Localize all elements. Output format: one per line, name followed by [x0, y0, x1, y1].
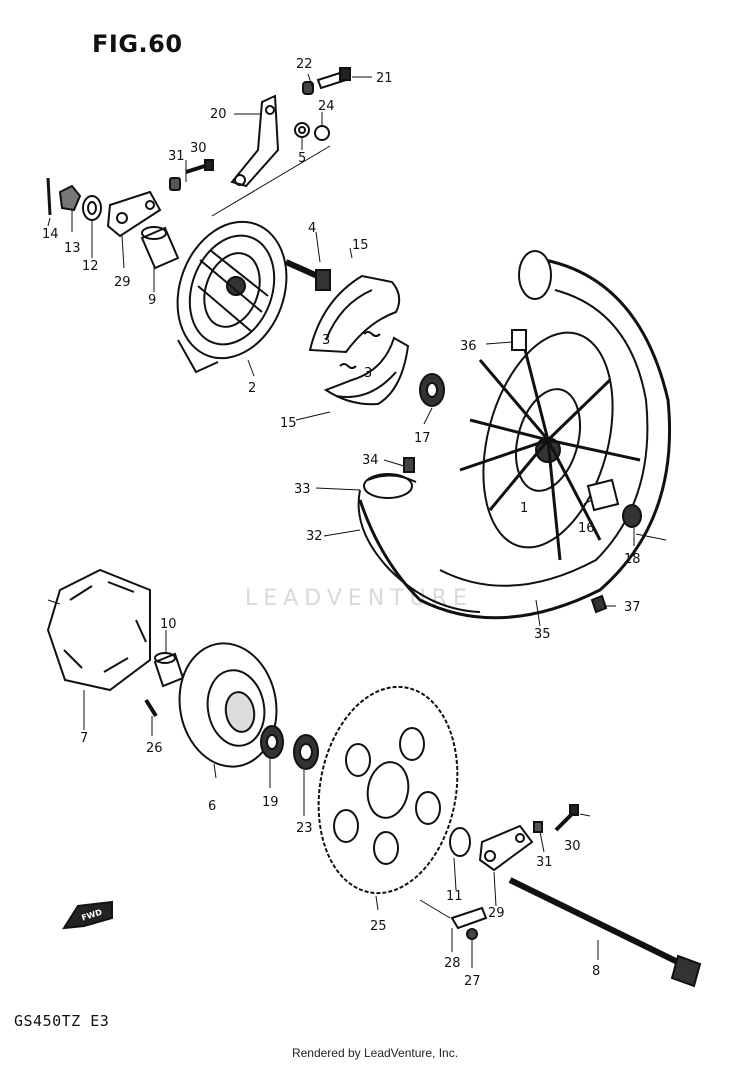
callout-3b: 3 [364, 366, 372, 381]
nut-31-top [169, 177, 181, 191]
valve-34 [403, 457, 415, 473]
callout-26: 26 [146, 741, 163, 756]
render-credit: Rendered by LeadVenture, Inc. [291, 1046, 459, 1060]
washer-12 [82, 195, 102, 221]
inner-tube-32 [357, 473, 481, 613]
nut-37 [590, 594, 608, 614]
callout-37: 37 [624, 600, 641, 615]
rim-band-33 [367, 474, 417, 483]
callout-15-bottom: 15 [280, 416, 297, 431]
fwd-arrow-icon [62, 900, 113, 930]
bolt-30-bottom [554, 804, 579, 832]
callout-36: 36 [460, 339, 477, 354]
nut-31-bottom [533, 821, 543, 833]
callout-8: 8 [592, 964, 600, 979]
callout-34: 34 [362, 453, 379, 468]
chain-adjuster-29-top [106, 190, 162, 238]
wheel-rim-1 [459, 329, 641, 561]
collar-10 [153, 652, 185, 688]
callout-labels: 1 2 3 3 4 5 6 7 8 9 10 11 12 13 14 15 15… [42, 57, 641, 989]
rear-tire-35 [358, 250, 672, 620]
callout-24: 24 [318, 99, 335, 114]
callout-31-bottom: 31 [536, 855, 553, 870]
callout-25: 25 [370, 919, 387, 934]
stopper-28 [450, 906, 488, 930]
springs-3 [339, 331, 381, 369]
oil-seal-18 [622, 504, 642, 528]
callout-29-top: 29 [114, 275, 131, 290]
callout-1: 1 [520, 501, 528, 516]
callout-16: 16 [578, 521, 595, 536]
brake-panel-2 [176, 220, 288, 374]
callout-19: 19 [262, 795, 279, 810]
nut-13 [58, 184, 82, 212]
spacer-11 [449, 827, 471, 857]
callout-15-top: 15 [352, 238, 369, 253]
callout-28: 28 [444, 956, 461, 971]
callout-30-bottom: 30 [564, 839, 581, 854]
bearing-19 [260, 725, 284, 759]
callout-4: 4 [308, 221, 316, 236]
callout-11: 11 [446, 889, 463, 904]
callout-20: 20 [210, 107, 227, 122]
callout-12: 12 [82, 259, 99, 274]
callout-9: 9 [148, 293, 156, 308]
callout-35: 35 [534, 627, 551, 642]
callout-21: 21 [376, 71, 393, 86]
callout-14: 14 [42, 227, 59, 242]
brake-shoe-lower [323, 336, 410, 406]
spacer-9 [140, 226, 180, 270]
sprocket-drum-6 [178, 642, 278, 768]
nut-22 [302, 81, 314, 95]
callout-22: 22 [296, 57, 313, 72]
callout-10: 10 [160, 617, 177, 632]
fwd-label: FWD [80, 908, 103, 923]
callout-27: 27 [464, 974, 481, 989]
bolt-30-top [185, 159, 214, 174]
callout-33: 33 [294, 482, 311, 497]
callout-6: 6 [208, 799, 216, 814]
callout-31-top: 31 [168, 149, 185, 164]
model-code: GS450TZ E3 [14, 1012, 110, 1030]
rear-sprocket-25 [317, 685, 459, 895]
cam-lever-4 [284, 259, 331, 291]
nut-27 [466, 928, 478, 940]
callout-13: 13 [64, 241, 81, 256]
fwd-badge-icon: FWD [80, 908, 103, 923]
rear-axle-8 [508, 877, 702, 988]
washer-24 [314, 125, 330, 141]
callout-2: 2 [248, 381, 256, 396]
bolt-26 [144, 698, 158, 718]
washer-5 [294, 122, 310, 138]
torque-link-20 [230, 94, 280, 188]
callout-7: 7 [80, 731, 88, 746]
callout-5: 5 [298, 151, 306, 166]
brake-shoe-upper [308, 274, 401, 354]
spacer-16 [586, 478, 620, 512]
callout-18: 18 [624, 552, 641, 567]
leader-lines [47, 73, 667, 968]
callout-32: 32 [306, 529, 323, 544]
split-pin-14 [46, 177, 52, 216]
callout-30-top: 30 [190, 141, 207, 156]
chain-adjuster-29-bottom [478, 824, 534, 872]
balancer-36 [511, 329, 527, 351]
callout-17: 17 [414, 431, 431, 446]
bearing-17 [419, 373, 445, 407]
damper-rubbers-7 [46, 568, 151, 692]
bolt-21 [316, 67, 351, 90]
callout-23: 23 [296, 821, 313, 836]
callout-29-bottom: 29 [488, 906, 505, 921]
oil-seal-23 [293, 734, 319, 770]
figure-title: FIG.60 [92, 30, 183, 58]
callout-3a: 3 [322, 333, 330, 348]
